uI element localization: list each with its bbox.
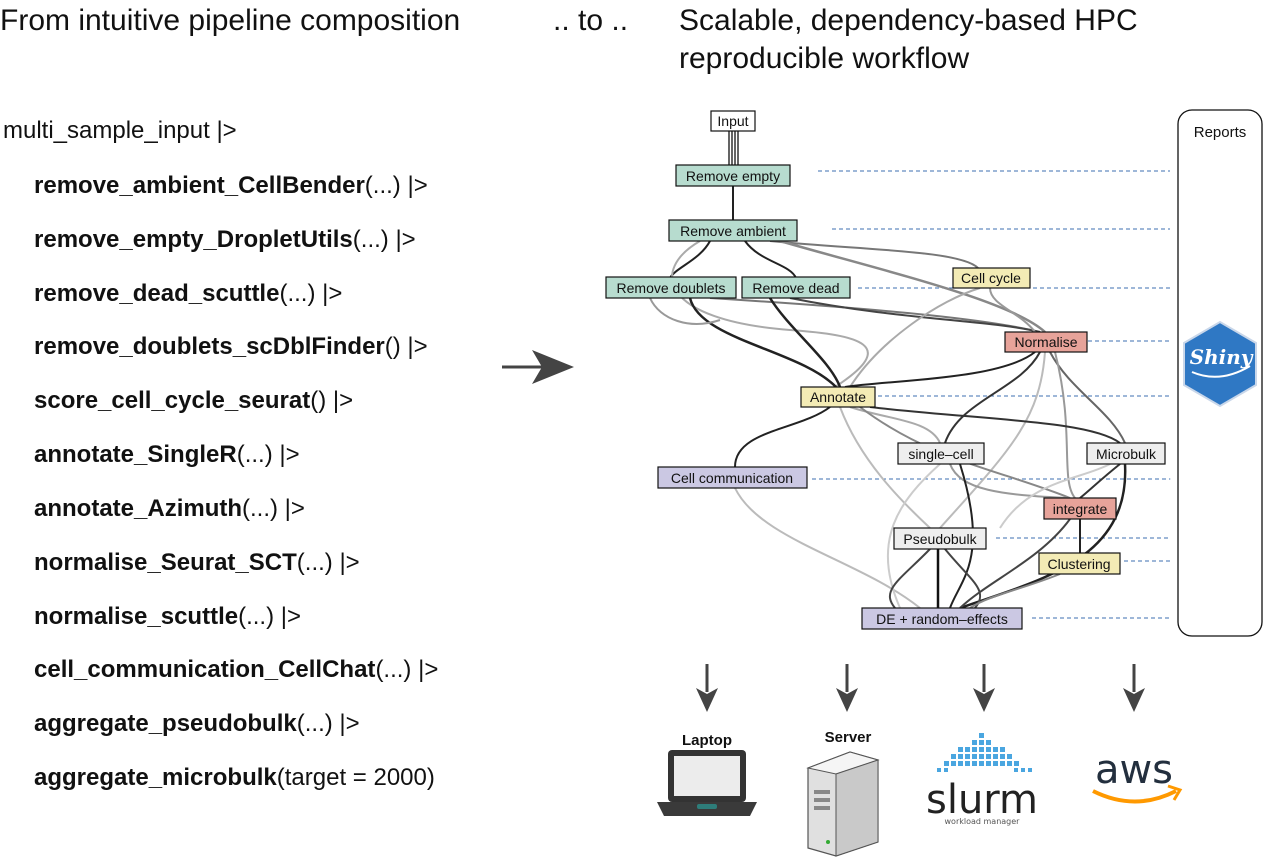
step-function: annotate_SingleR [34, 441, 237, 468]
pipeline-step: annotate_Azimuth(...) |> [34, 495, 305, 523]
server-label: Server [825, 729, 872, 746]
reports-panel: Reports Shiny [1177, 109, 1263, 637]
node-clustering: Clustering [1038, 552, 1121, 575]
node-remove-ambient: Remove ambient [668, 219, 798, 242]
slurm-platform: slurm workload manager [926, 733, 1038, 826]
node-single-cell: single–cell [897, 442, 985, 465]
node-pseudobulk: Pseudobulk [893, 527, 987, 550]
step-function: remove_empty_DropletUtils [34, 226, 353, 253]
shiny-logo: Shiny [1183, 320, 1257, 408]
laptop-platform: Laptop [657, 732, 757, 816]
report-guides [812, 170, 1170, 619]
node-remove-empty-label: Remove empty [686, 168, 780, 184]
node-remove-doublets-label: Remove doublets [617, 280, 726, 296]
step-function: normalise_Seurat_SCT [34, 549, 297, 576]
step-args: (...) |> [238, 603, 301, 630]
node-annotate-label: Annotate [810, 389, 866, 405]
step-args: (...) |> [236, 441, 300, 468]
pipeline-input: multi_sample_input |> [3, 117, 237, 144]
step-function: remove_dead_scuttle [34, 280, 280, 307]
heading-middle: .. to .. [553, 4, 629, 37]
node-remove-empty: Remove empty [675, 164, 791, 187]
step-args: (...) |> [375, 656, 439, 683]
pipeline-step: aggregate_microbulk(target = 2000) [34, 764, 435, 792]
step-function: aggregate_pseudobulk [34, 710, 297, 737]
step-args: () |> [310, 387, 354, 414]
step-args: (...) |> [364, 172, 428, 199]
pipeline-step: remove_empty_DropletUtils(...) |> [34, 226, 416, 254]
node-normalise: Normalise [1004, 331, 1088, 353]
down-arrow-laptop-icon [696, 664, 718, 712]
heading-right-line2: reproducible workflow [679, 42, 970, 75]
platform-arrows [696, 664, 1145, 712]
node-integrate: integrate [1043, 497, 1117, 520]
node-clustering-label: Clustering [1047, 556, 1110, 572]
node-normalise-label: Normalise [1014, 334, 1077, 350]
pipeline-step: remove_dead_scuttle(...) |> [34, 280, 342, 308]
step-function: normalise_scuttle [34, 603, 239, 630]
step-function: cell_communication_CellChat [34, 656, 376, 683]
step-args: (target = 2000) [276, 764, 435, 791]
step-args: (...) |> [279, 280, 343, 307]
pipeline-step: cell_communication_CellChat(...) |> [34, 656, 438, 684]
step-function: annotate_Azimuth [34, 495, 243, 522]
step-function: score_cell_cycle_seurat [34, 387, 311, 414]
slurm-wordmark: slurm [926, 777, 1038, 823]
node-input-label: Input [717, 113, 748, 129]
node-cell-communication-label: Cell communication [671, 470, 793, 486]
heading-right: Scalable, dependency-based HPC reproduci… [679, 2, 1138, 78]
pipeline-step: remove_doublets_scDblFinder() |> [34, 333, 428, 361]
composition-arrow [502, 350, 574, 384]
node-de-random-effects: DE + random–effects [861, 607, 1023, 630]
laptop-icon [657, 750, 757, 816]
node-remove-dead: Remove dead [741, 276, 851, 299]
node-pseudobulk-label: Pseudobulk [903, 531, 977, 547]
step-args: (...) |> [296, 549, 360, 576]
pipeline-step: normalise_scuttle(...) |> [34, 603, 301, 631]
node-microbulk: Microbulk [1086, 442, 1166, 465]
step-args: (...) |> [242, 495, 305, 522]
node-annotate: Annotate [800, 386, 876, 408]
step-args: (...) |> [296, 710, 360, 737]
pipeline-step: score_cell_cycle_seurat() |> [34, 387, 353, 415]
node-cell-cycle: Cell cycle [952, 267, 1031, 289]
pipeline-step: normalise_Seurat_SCT(...) |> [34, 549, 360, 577]
reports-title: Reports [1194, 124, 1247, 141]
step-args: (...) |> [352, 226, 416, 253]
step-function: remove_doublets_scDblFinder [34, 333, 385, 360]
node-de-random-effects-label: DE + random–effects [876, 611, 1008, 627]
node-integrate-label: integrate [1053, 501, 1108, 517]
server-icon [806, 751, 880, 857]
node-remove-dead-label: Remove dead [752, 280, 839, 296]
down-arrow-slurm-icon [973, 664, 995, 712]
step-function: remove_ambient_CellBender [34, 172, 365, 199]
workflow-edges [649, 131, 1127, 610]
step-args: () |> [384, 333, 428, 360]
shiny-logo-text: Shiny [1190, 345, 1254, 369]
server-platform: Server [806, 729, 880, 857]
laptop-label: Laptop [682, 732, 732, 749]
slurm-dots-icon [937, 733, 1032, 772]
pipeline-step: aggregate_pseudobulk(...) |> [34, 710, 360, 738]
aws-wordmark: aws [1095, 747, 1173, 793]
down-arrow-aws-icon [1123, 664, 1145, 712]
aws-smile-icon [1092, 789, 1177, 804]
node-remove-doublets: Remove doublets [605, 276, 737, 299]
slurm-subtitle: workload manager [945, 817, 1021, 826]
pipeline-step: remove_ambient_CellBender(...) |> [34, 172, 428, 200]
node-single-cell-label: single–cell [908, 446, 973, 462]
aws-platform: aws [1092, 747, 1183, 804]
pipeline-step: annotate_SingleR(...) |> [34, 441, 300, 469]
node-microbulk-label: Microbulk [1096, 446, 1157, 462]
heading-left: From intuitive pipeline composition [0, 4, 461, 37]
node-input: Input [710, 110, 756, 132]
node-cell-cycle-label: Cell cycle [961, 270, 1021, 286]
heading-right-line1: Scalable, dependency-based HPC [679, 4, 1138, 37]
node-cell-communication: Cell communication [657, 466, 808, 489]
step-function: aggregate_microbulk [34, 764, 277, 791]
node-remove-ambient-label: Remove ambient [680, 223, 786, 239]
down-arrow-server-icon [836, 664, 858, 712]
